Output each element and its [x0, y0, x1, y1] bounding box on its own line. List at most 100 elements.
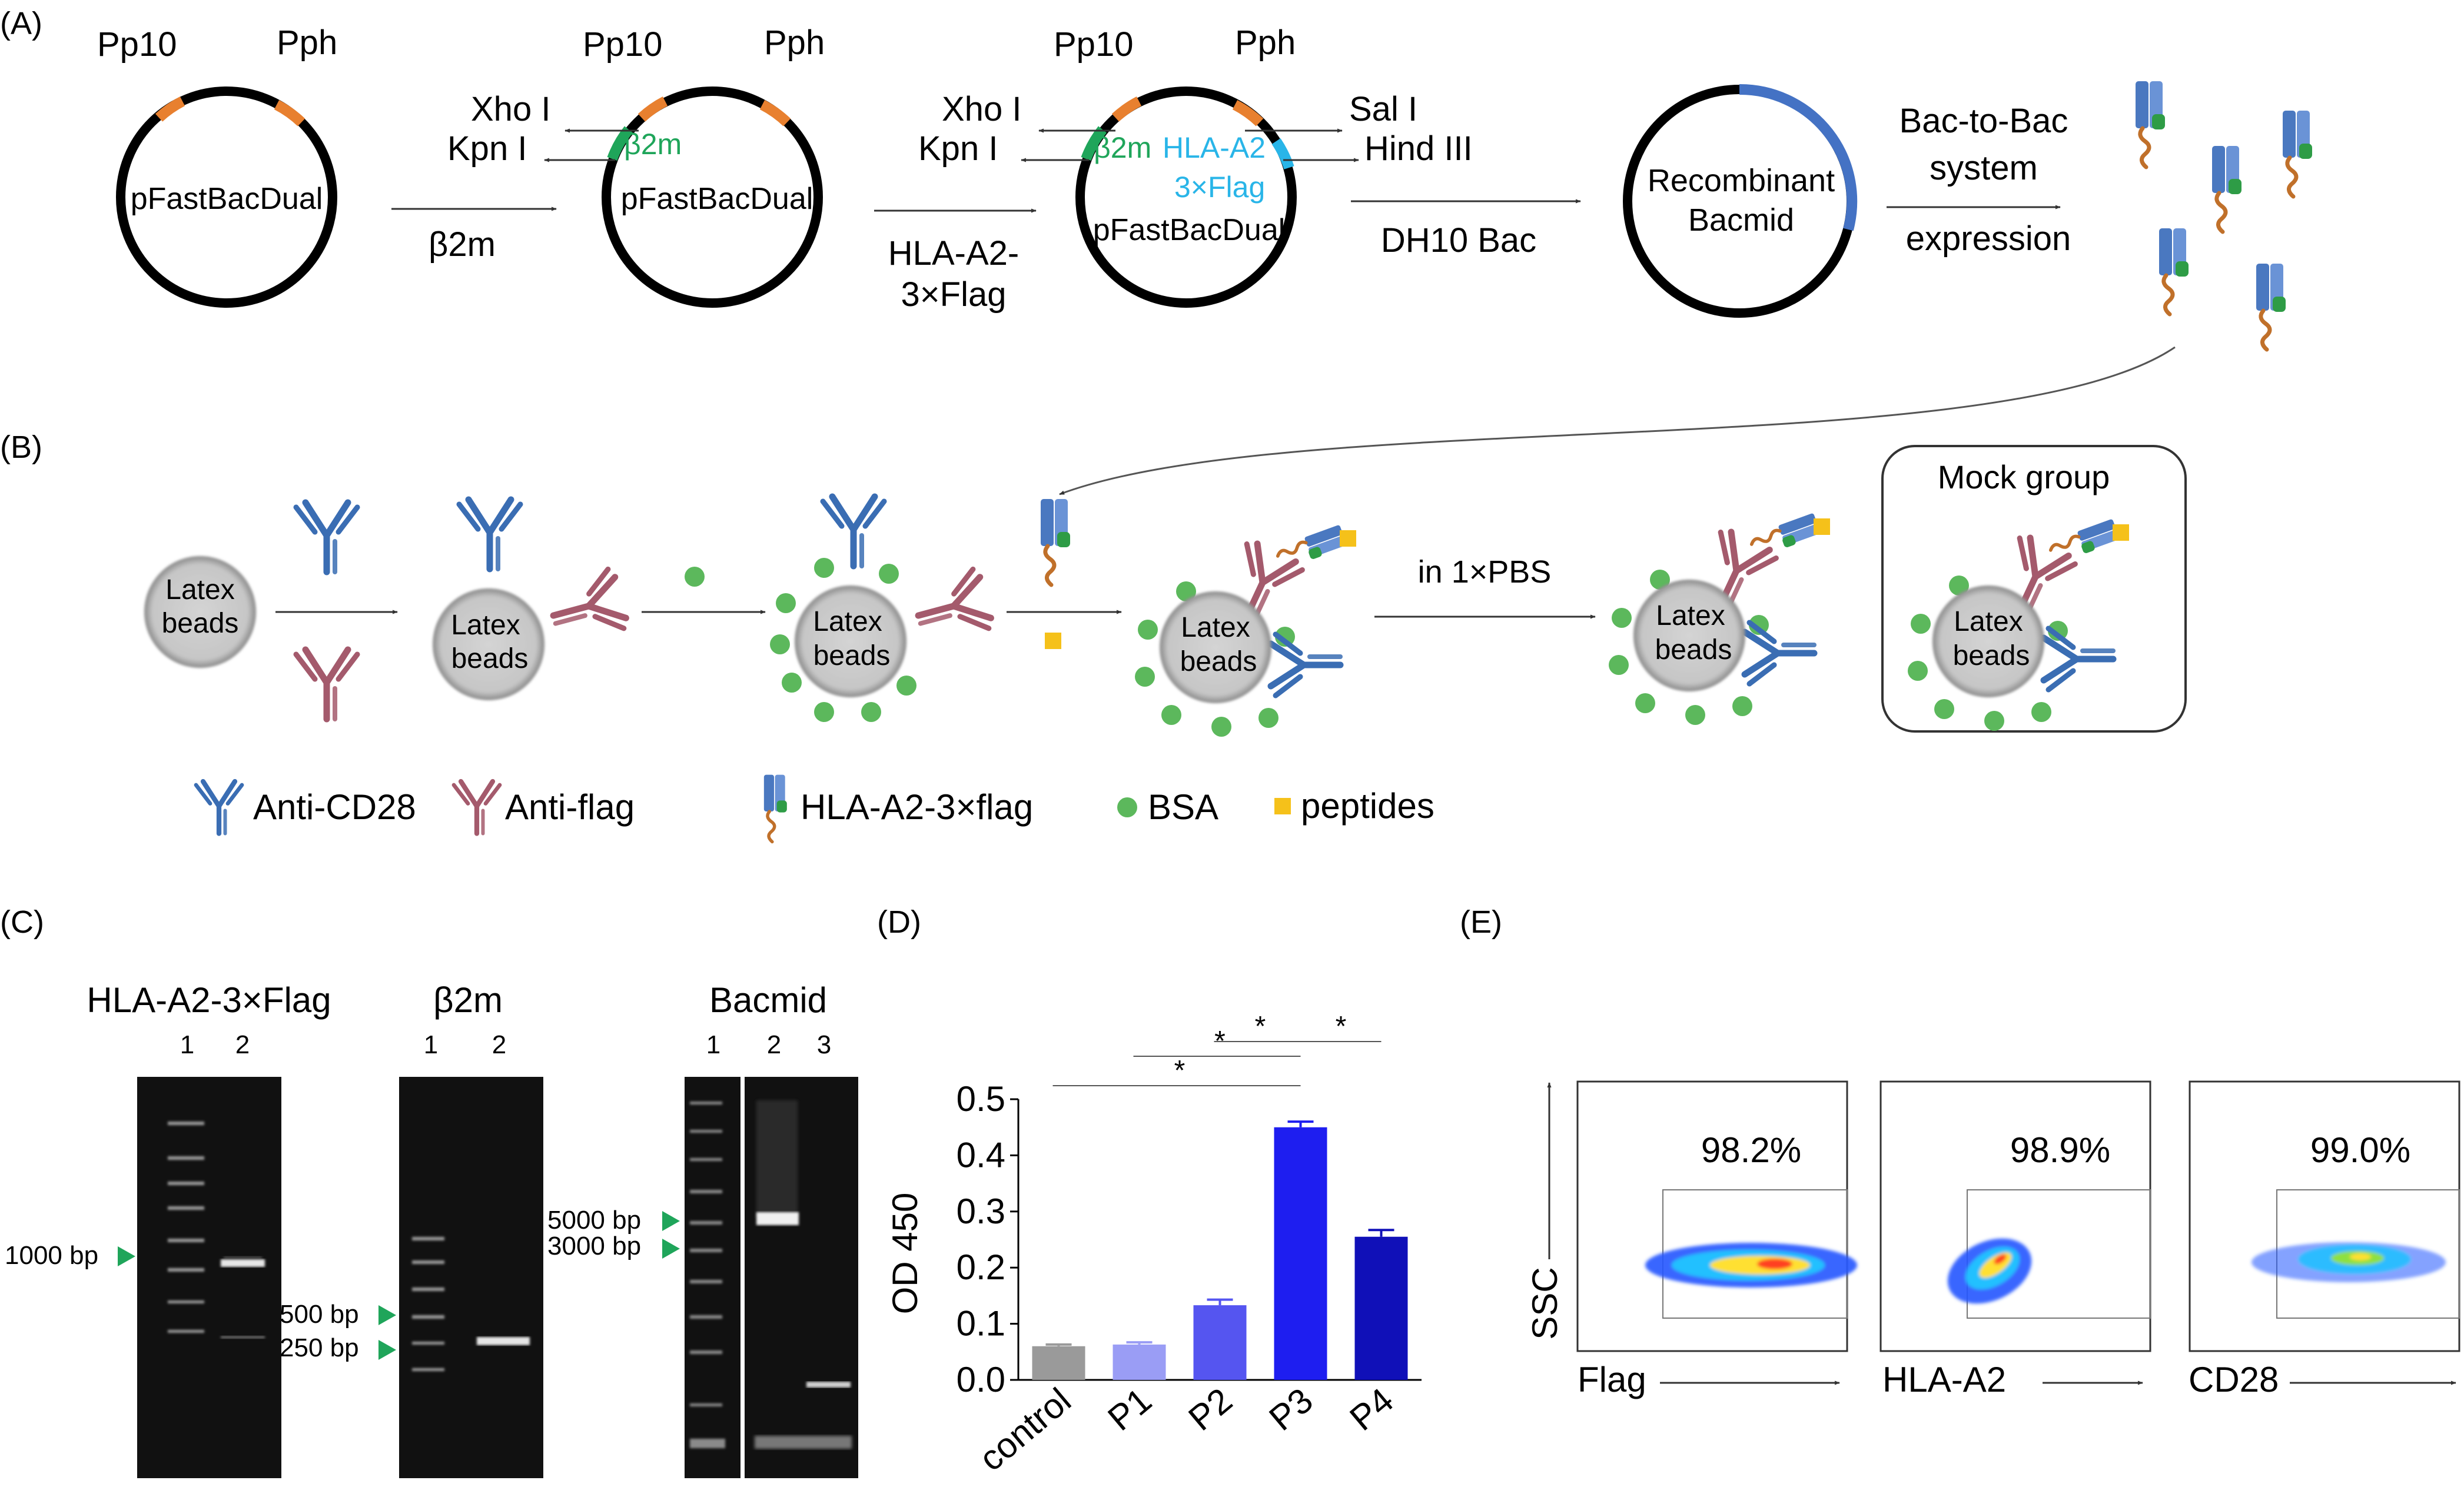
plasmid-3-promoter-p10: Pp10 [1054, 25, 1133, 64]
marker-arrow-icon [378, 1305, 396, 1325]
y-tick-label: 0.3 [957, 1192, 1005, 1231]
legend-hla-icon [764, 775, 787, 842]
flow-plot-2-xlabel: HLA-A2 [1882, 1360, 2006, 1399]
flow-plot-2-percent: 98.9% [2010, 1130, 2110, 1170]
gel-1-marker-label: 1000 bp [5, 1241, 98, 1270]
legend-anti-cd28-icon [196, 781, 242, 834]
legend-bsa-icon [1117, 797, 1137, 817]
legend-anti-cd28-label: Anti-CD28 [253, 787, 416, 827]
gel-2-lane-1: 1 [424, 1030, 438, 1059]
bacmid-label-line1: Recombinant [1648, 163, 1835, 198]
bar-P4 [1354, 1236, 1408, 1380]
gel-2-marker-label-2: 250 bp [280, 1333, 359, 1362]
expression-label-line2: system [1930, 149, 2038, 187]
x-tick-label: P1 [1101, 1380, 1159, 1438]
gel-3-title: Bacmid [709, 980, 827, 1020]
bar-P2 [1193, 1305, 1247, 1380]
peptide-icon [1045, 633, 1061, 649]
plasmid-3-name: pFastBacDual [1093, 213, 1286, 247]
plasmid-2-insert-b2m: β2m [624, 128, 682, 161]
gel-2-marker-label-1: 500 bp [280, 1300, 359, 1329]
y-tick-label: 0.5 [957, 1079, 1005, 1119]
bar-control [1032, 1346, 1085, 1380]
latex-bead-5: Latex beads [1609, 513, 1830, 725]
expression-label-line3: expression [1906, 219, 2071, 258]
plasmid-3: Pp10 Pph pFastBacDual β2m HLA-A2 3×Flag … [918, 24, 1473, 308]
mock-group-box: Mock group Latex beads [1881, 445, 2187, 733]
legend-anti-flag-icon [454, 781, 500, 834]
mock-bead-label-line2: beads [1953, 640, 2030, 671]
plasmid-2-promoter-ph: Pph [764, 24, 825, 62]
x-tick-label: P3 [1262, 1380, 1320, 1438]
marker-arrow-icon [118, 1246, 135, 1266]
gel-1-title: HLA-A2-3×Flag [87, 980, 331, 1020]
flow-plot-hla-a2: 98.9% HLA-A2 [1879, 1080, 2151, 1399]
arrow-a3-label: DH10 Bac [1381, 221, 1536, 260]
protein-icon [2283, 111, 2312, 197]
plasmid-2-site-kpn: Kpn I [447, 129, 527, 168]
bar-P3 [1274, 1127, 1327, 1380]
y-tick-label: 0.4 [957, 1135, 1005, 1175]
connector-a-to-b [1059, 346, 2176, 495]
flow-plot-flag: 98.2% Flag [1576, 1080, 1857, 1399]
plasmid-3-insert-flag: 3×Flag [1174, 171, 1265, 204]
significance-star: * [1336, 1011, 1347, 1042]
panel-a: Pp10 Pph pFastBacDual β2m Pp10 Pph pFast… [97, 24, 2312, 495]
panel-label-d: (D) [877, 904, 921, 940]
gel-3-lane-1: 1 [706, 1030, 720, 1059]
significance-star: * [1255, 1011, 1266, 1042]
gel-3-lane-2: 2 [767, 1030, 781, 1059]
latex-bead-3: Latex beads [770, 497, 994, 722]
protein-icon [2212, 146, 2241, 232]
legend-anti-flag-label: Anti-flag [505, 787, 635, 827]
bacmid: Recombinant Bacmid [1623, 84, 1858, 318]
plasmid-1-name: pFastBacDual [131, 182, 323, 216]
flow-plot-1-xlabel: Flag [1578, 1360, 1646, 1399]
gel-3-marker-label-2: 3000 bp [547, 1232, 641, 1260]
x-tick-label: P2 [1181, 1380, 1240, 1438]
arrow-a2-label-line2: 3×Flag [901, 275, 1007, 314]
plasmid-2: Pp10 Pph pFastBacDual β2m Xho I Kpn I [447, 24, 825, 308]
plasmid-3-site-sal: Sal I [1349, 90, 1417, 128]
plasmid-1: Pp10 Pph pFastBacDual [97, 24, 337, 308]
y-tick-label: 0.0 [957, 1360, 1005, 1399]
bar-P1 [1113, 1344, 1166, 1380]
gel-hla-a2: HLA-A2-3×Flag 1 2 1000 bp [5, 980, 331, 1478]
plasmid-1-promoter-ph: Pph [277, 24, 337, 62]
bead-5-label-line1: Latex [1656, 600, 1725, 631]
panel-label-c: (C) [0, 904, 44, 940]
plasmid-2-name: pFastBacDual [621, 182, 813, 216]
flow-plot-cd28: 99.0% CD28 [2189, 1080, 2460, 1399]
arrow-a1-label: β2m [429, 225, 496, 264]
mock-group-title: Mock group [1938, 458, 2110, 495]
expression-label-line1: Bac-to-Bac [1900, 102, 2068, 140]
latex-bead-4: Latex beads [1135, 524, 1356, 737]
latex-bead-1: Latex beads [144, 556, 256, 668]
gel-b2m: β2m 1 2 500 bp 250 bp [280, 980, 543, 1478]
protein-icon [2136, 81, 2165, 167]
bead-1-label-line2: beads [162, 608, 239, 639]
gel-3-marker-label-1: 5000 bp [547, 1206, 641, 1235]
marker-arrow-icon [662, 1239, 680, 1259]
bead-3-label-line1: Latex [813, 606, 882, 637]
bead-2-label-line1: Latex [451, 610, 520, 641]
bead-3-label-line2: beads [813, 640, 891, 671]
flow-plot-3-percent: 99.0% [2310, 1130, 2410, 1170]
panel-b: Latex beads Latex beads Latex beads [144, 445, 2187, 842]
y-tick-label: 0.1 [957, 1304, 1005, 1343]
x-tick-label: P4 [1343, 1380, 1401, 1438]
gel-3-lane-3: 3 [817, 1030, 831, 1059]
anti-flag-icon [296, 650, 357, 719]
flow-plot-1-percent: 98.2% [1701, 1130, 1801, 1170]
panel-label-a: (A) [0, 6, 42, 41]
pbs-label: in 1×PBS [1418, 554, 1552, 590]
bead-4-label-line2: beads [1180, 646, 1257, 677]
flow-ylabel: SSC [1525, 1267, 1565, 1339]
protein-icon [2256, 264, 2286, 350]
gel-1-lane-1: 1 [180, 1030, 194, 1059]
plasmid-1-promoter-p10: Pp10 [97, 25, 177, 64]
marker-arrow-icon [662, 1211, 680, 1231]
plasmid-3-site-hind: Hind III [1364, 129, 1473, 168]
